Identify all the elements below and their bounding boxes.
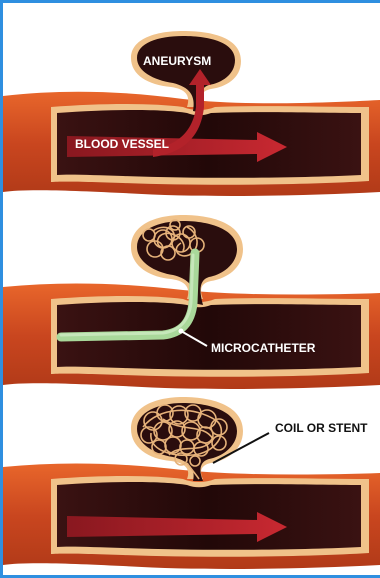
panel-2: MICROCATHETER	[3, 215, 380, 389]
panel-1: ANEURYSM BLOOD VESSEL	[3, 31, 380, 196]
label-aneurysm: ANEURYSM	[143, 54, 211, 68]
label-microcatheter: MICROCATHETER	[211, 341, 316, 355]
aneurysm-treatment-diagram: ANEURYSM BLOOD VESSEL MICROCATHETER	[3, 3, 380, 578]
label-blood-vessel: BLOOD VESSEL	[75, 137, 169, 151]
panel-3: COIL OR STENT	[3, 397, 380, 569]
label-coil-or-stent: COIL OR STENT	[275, 421, 368, 435]
callout-dot	[179, 329, 184, 334]
vessel-lumen	[57, 482, 361, 550]
